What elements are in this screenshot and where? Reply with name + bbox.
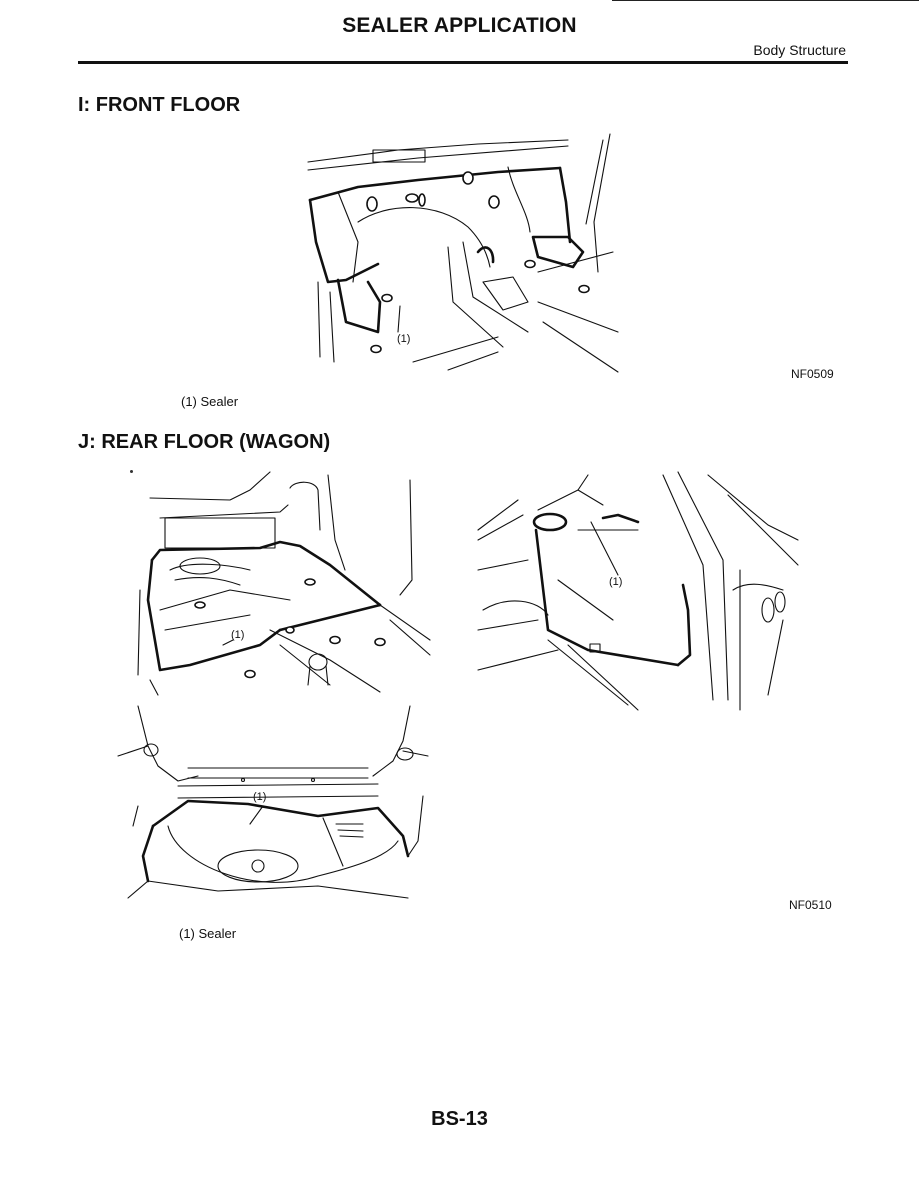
- page-title: SEALER APPLICATION: [342, 14, 577, 37]
- figure-code-nf0509: NF0509: [791, 367, 834, 381]
- rear-quarter-callout-1: (1): [609, 576, 623, 588]
- section-title-front-floor: I: FRONT FLOOR: [78, 94, 241, 116]
- chapter-label: Body Structure: [753, 42, 846, 58]
- section-title-rear-floor-wagon: J: REAR FLOOR (WAGON): [78, 431, 331, 453]
- rear-floor-callout-1: (1): [231, 629, 245, 641]
- page-number: BS-13: [431, 1108, 488, 1130]
- spare-well-callout-1: (1): [253, 791, 267, 803]
- scan-speck: [130, 470, 133, 473]
- page-top-edge-line: [612, 0, 919, 1]
- legend-sealer-rear: (1) Sealer: [179, 926, 237, 941]
- figure-code-nf0510: NF0510: [789, 898, 832, 912]
- front-floor-callout-1: (1): [397, 333, 411, 345]
- front-floor-illustration: [307, 133, 619, 373]
- rear-floor-illustration: [137, 471, 431, 696]
- legend-sealer-front: (1) Sealer: [181, 394, 239, 409]
- header-rule: [78, 61, 848, 64]
- spare-tire-well-illustration: [117, 705, 429, 899]
- rear-quarter-illustration: [477, 471, 799, 711]
